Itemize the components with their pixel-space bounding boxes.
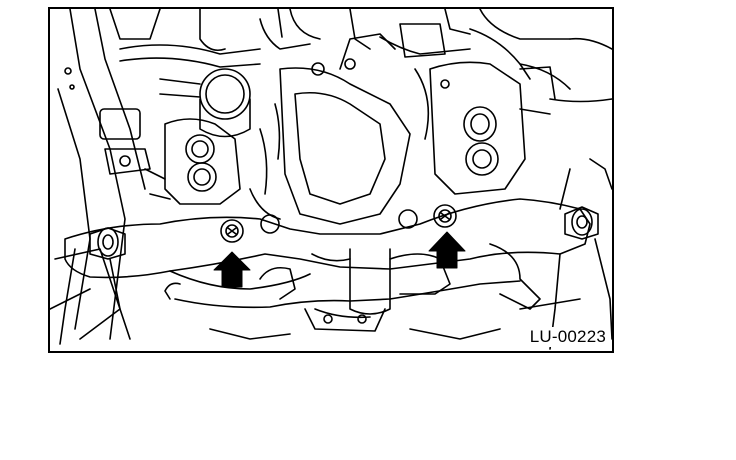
left-head-ports <box>144 118 241 205</box>
right-mount-bushing <box>519 158 612 350</box>
left-bolt-icon <box>220 214 280 243</box>
engine-underside-drawing <box>50 9 612 350</box>
right-arrow-icon <box>428 231 466 269</box>
center-oil-pan <box>249 33 411 225</box>
left-reservoir <box>99 68 251 175</box>
top-hoses <box>119 9 612 103</box>
figure-label: LU-00223 <box>527 327 608 347</box>
lower-flange <box>209 308 501 340</box>
left-arrow-icon <box>213 251 251 288</box>
right-bolt-icon <box>398 204 457 229</box>
right-head-ports <box>414 61 556 195</box>
figure-frame: LU-00223 <box>48 7 614 353</box>
left-mount-bushing <box>59 227 131 345</box>
front-crossmember <box>64 198 591 319</box>
